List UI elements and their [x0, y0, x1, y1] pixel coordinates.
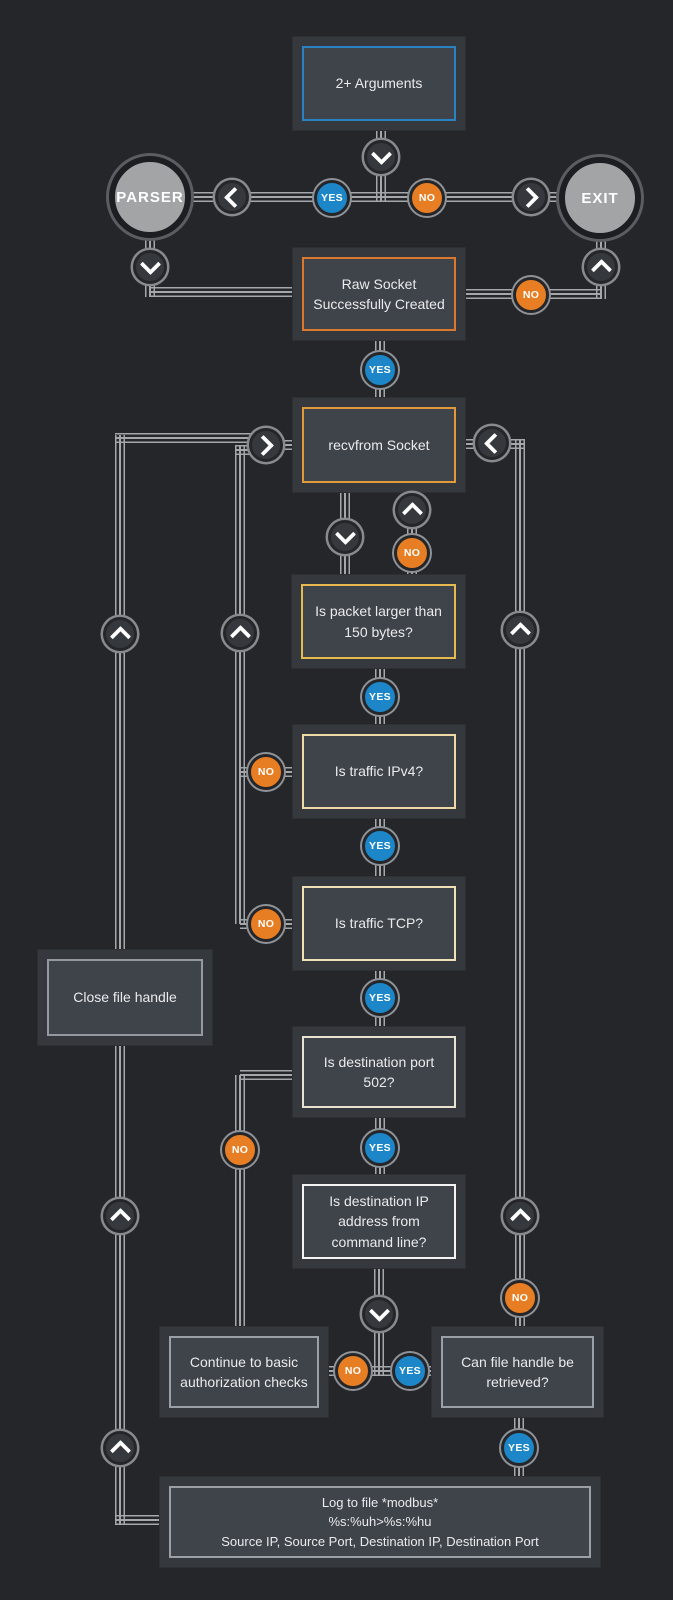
chevron-down-icon	[364, 140, 398, 174]
box-continue-auth: Continue to basic authorization checks	[160, 1327, 328, 1417]
chevron-up-icon	[223, 616, 257, 650]
yes-node-tcp: YES	[362, 980, 398, 1016]
box-port-502: Is destination port 502?	[293, 1027, 465, 1117]
chevron-right-icon	[514, 180, 548, 214]
box-continue-auth-frame: Continue to basic authorization checks	[169, 1336, 319, 1408]
connector-line	[190, 192, 562, 202]
box-port-502-frame: Is destination port 502?	[302, 1036, 456, 1108]
box-file-handle: Can file handle be retrieved?	[432, 1327, 603, 1417]
connector-line	[235, 445, 245, 924]
box-recvfrom-frame: recvfrom Socket	[302, 407, 456, 483]
no-node-port-502: NO	[222, 1132, 258, 1168]
box-tcp-label: Is traffic TCP?	[334, 915, 424, 932]
box-packet-size: Is packet larger than 150 bytes?	[292, 575, 465, 668]
box-tcp-frame: Is traffic TCP?	[302, 886, 456, 961]
no-node-packet-size: NO	[394, 535, 430, 571]
yes-node-ipv4: YES	[362, 828, 398, 864]
box-log-file-line1: Log to file *modbus*	[321, 1494, 439, 1510]
box-dest-ip-frame: Is destination IP address from command l…	[302, 1184, 456, 1259]
chevron-down-icon	[133, 250, 167, 284]
box-log-file-frame: Log to file *modbus* %s:%uh>%s:%hu Sourc…	[169, 1486, 591, 1558]
box-packet-size-label: Is packet larger than 150 bytes?	[315, 603, 442, 640]
connector-line	[115, 1515, 160, 1525]
box-file-handle-frame: Can file handle be retrieved?	[441, 1336, 594, 1408]
connector-line	[240, 1070, 293, 1080]
yes-node-dest-ip: YES	[392, 1353, 428, 1389]
box-raw-socket: Raw Socket Successfully Created	[293, 248, 465, 340]
no-node-file-handle: NO	[502, 1280, 538, 1316]
chevron-left-icon	[475, 426, 509, 460]
box-continue-auth-label: Continue to basic authorization checks	[180, 1353, 308, 1390]
no-node-dest-ip: NO	[335, 1353, 371, 1389]
connector-line	[115, 433, 270, 443]
yes-node-packet-size: YES	[362, 679, 398, 715]
box-tcp: Is traffic TCP?	[293, 877, 465, 970]
box-ipv4-frame: Is traffic IPv4?	[302, 734, 456, 809]
box-close-file-label: Close file handle	[73, 989, 177, 1006]
connector-line	[407, 492, 417, 575]
box-arguments-frame: 2+ Arguments	[302, 46, 456, 121]
connector-line	[328, 1366, 432, 1376]
yes-node-file-handle: YES	[501, 1430, 537, 1466]
box-log-file-line3: Source IP, Source Port, Destination IP, …	[221, 1533, 539, 1549]
chevron-down-icon	[328, 520, 362, 554]
chevron-up-icon	[103, 1431, 137, 1465]
chevron-left-icon	[215, 180, 249, 214]
box-ipv4: Is traffic IPv4?	[293, 725, 465, 818]
box-log-file-line2: %s:%uh>%s:%hu	[328, 1514, 432, 1530]
connector-line	[515, 440, 525, 1327]
terminal-parser: PARSER	[109, 156, 191, 238]
connector-line	[235, 1075, 245, 1327]
chevron-up-icon	[395, 493, 429, 527]
no-node-raw-socket: NO	[513, 277, 549, 313]
box-raw-socket-frame: Raw Socket Successfully Created	[302, 257, 456, 331]
box-recvfrom-label: recvfrom Socket	[328, 436, 430, 453]
no-node-tcp: NO	[248, 906, 284, 942]
yes-node-raw-socket: YES	[362, 352, 398, 388]
box-dest-ip-label: Is destination IP address from command l…	[329, 1193, 429, 1250]
box-close-file-frame: Close file handle	[47, 959, 203, 1036]
box-log-file: Log to file *modbus* %s:%uh>%s:%hu Sourc…	[160, 1477, 600, 1567]
box-dest-ip: Is destination IP address from command l…	[293, 1175, 465, 1268]
yes-node-arguments: YES	[314, 180, 350, 216]
no-node-arguments: NO	[409, 180, 445, 216]
chevron-up-icon	[103, 1199, 137, 1233]
box-raw-socket-label: Raw Socket Successfully Created	[313, 275, 445, 312]
no-node-ipv4: NO	[248, 754, 284, 790]
box-packet-size-frame: Is packet larger than 150 bytes?	[301, 584, 456, 659]
chevron-right-icon	[249, 428, 283, 462]
connector-line	[150, 287, 293, 297]
chevron-up-icon	[103, 617, 137, 651]
box-arguments-label: 2+ Arguments	[335, 75, 423, 92]
box-recvfrom: recvfrom Socket	[293, 398, 465, 492]
box-ipv4-label: Is traffic IPv4?	[334, 763, 424, 780]
box-close-file: Close file handle	[38, 950, 212, 1045]
chevron-up-icon	[503, 1199, 537, 1233]
box-port-502-label: Is destination port 502?	[323, 1053, 435, 1090]
chevron-down-icon	[362, 1297, 396, 1331]
chevron-up-icon	[503, 613, 537, 647]
yes-node-port-502: YES	[362, 1130, 398, 1166]
chevron-up-icon	[584, 250, 618, 284]
box-file-handle-label: Can file handle be retrieved?	[461, 1353, 574, 1390]
box-arguments: 2+ Arguments	[293, 37, 465, 130]
terminal-exit: EXIT	[559, 157, 641, 239]
